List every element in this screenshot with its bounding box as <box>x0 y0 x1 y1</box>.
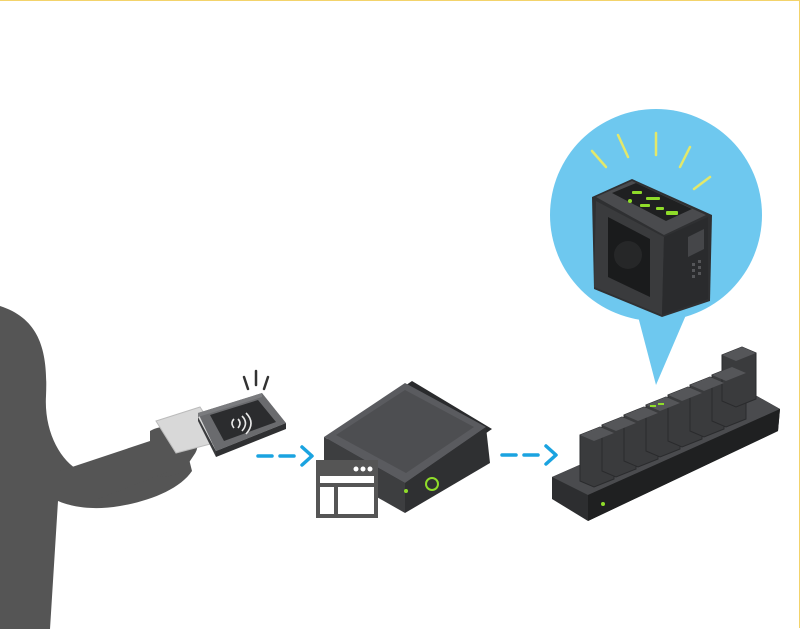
nfc-card-reader-icon <box>198 369 286 457</box>
zoom-callout <box>550 109 762 385</box>
led-status-display <box>628 191 678 215</box>
body-camera-icon <box>592 179 712 317</box>
browser-window-icon <box>316 460 378 518</box>
light-rays-icon <box>590 131 712 191</box>
flow-arrow <box>256 445 314 467</box>
beep-indicator-icon <box>242 369 270 391</box>
flow-arrow <box>500 444 558 466</box>
person-silhouette <box>0 306 198 629</box>
status-led-icon <box>425 477 439 491</box>
camera-dock-icon <box>552 346 780 521</box>
camera-led-icon <box>650 403 664 407</box>
dock-led-icon <box>601 502 605 506</box>
